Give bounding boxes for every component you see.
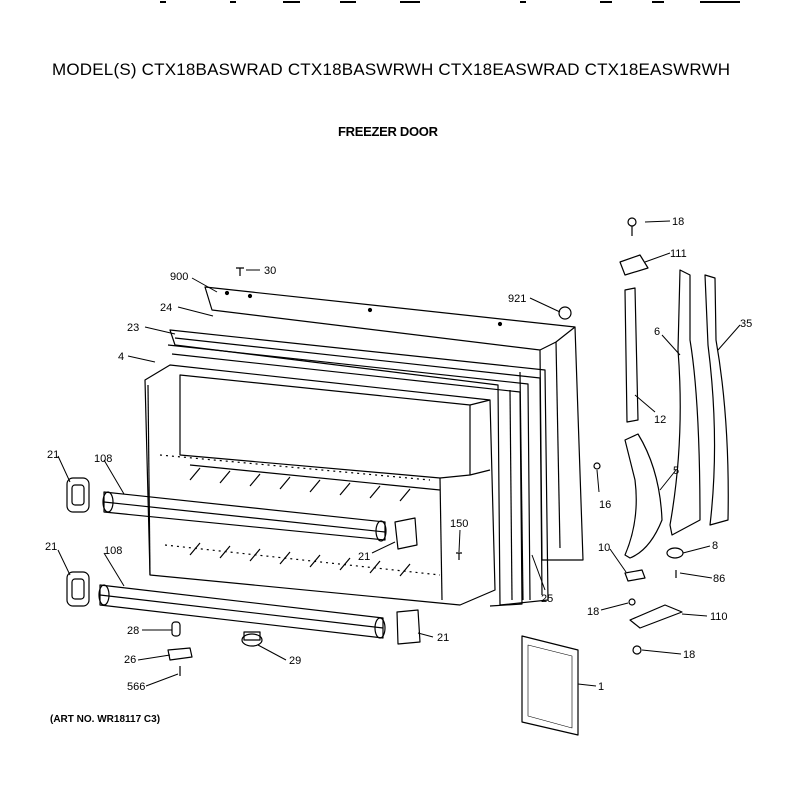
callout-23: 23	[127, 322, 139, 334]
callout-900: 900	[170, 271, 188, 283]
callout-108-a: 108	[94, 453, 112, 465]
callout-21-d: 21	[437, 632, 449, 644]
door-trim-35	[704, 274, 729, 526]
plug-29	[241, 631, 263, 647]
callout-108-b: 108	[104, 545, 122, 557]
callout-24: 24	[160, 302, 172, 314]
screw-16	[593, 462, 601, 470]
callout-30: 30	[264, 265, 276, 277]
hinge-pin-10	[624, 569, 646, 582]
callout-8: 8	[712, 540, 718, 552]
door-gasket	[167, 329, 549, 607]
screw-30	[236, 267, 244, 276]
callout-4: 4	[118, 351, 124, 363]
callout-labels: 18 111 30 900 921 24 35 23 6 4 12 21 108…	[45, 216, 752, 693]
callout-18-mid: 18	[587, 606, 599, 618]
callout-10: 10	[598, 542, 610, 554]
hinge-screw-18-top	[627, 217, 637, 236]
callout-150: 150	[450, 518, 468, 530]
callout-29: 29	[289, 655, 301, 667]
callout-18-top: 18	[672, 216, 684, 228]
model-list-header: MODEL(S) CTX18BASWRAD CTX18BASWRWH CTX18…	[52, 60, 731, 79]
shelf-clip-28	[171, 621, 181, 637]
callout-21-a: 21	[47, 449, 59, 461]
manual-booklet-1	[521, 635, 579, 736]
inner-door-liner	[144, 364, 496, 606]
callout-1: 1	[598, 681, 604, 693]
callout-921: 921	[508, 293, 526, 305]
callout-111: 111	[670, 248, 687, 260]
bushing-8	[666, 547, 684, 559]
lower-hinge-110	[629, 604, 683, 629]
door-shelf-rail-upper	[102, 491, 387, 542]
screw-150	[456, 552, 462, 560]
callout-21-b: 21	[358, 551, 370, 563]
callout-28: 28	[127, 625, 139, 637]
callout-35: 35	[740, 318, 752, 330]
callout-25: 25	[541, 593, 553, 605]
hinge-bar-12	[624, 287, 639, 423]
callout-21-c: 21	[45, 541, 57, 553]
callout-566: 566	[127, 681, 145, 693]
leader-lines	[57, 220, 741, 687]
door-trim-6	[669, 269, 701, 536]
art-number: (ART NO. WR18117 C3)	[50, 714, 161, 725]
door-handle-5	[624, 433, 663, 559]
hinge-screw-18-mid	[628, 598, 636, 606]
callout-5: 5	[673, 465, 679, 477]
shelf-end-cap	[66, 477, 421, 645]
callout-110: 110	[710, 611, 728, 623]
section-title: FREEZER DOOR	[338, 124, 438, 139]
callout-18-bottom: 18	[683, 649, 695, 661]
callout-16: 16	[599, 499, 611, 511]
callout-26: 26	[124, 654, 136, 666]
door-shelf-rail-lower	[98, 584, 386, 639]
callout-86: 86	[713, 573, 725, 585]
hinge-screw-18-bottom	[632, 645, 642, 655]
bracket-26	[167, 647, 193, 661]
hinge-111	[619, 254, 649, 276]
callout-6: 6	[654, 326, 660, 338]
callout-12: 12	[654, 414, 666, 426]
